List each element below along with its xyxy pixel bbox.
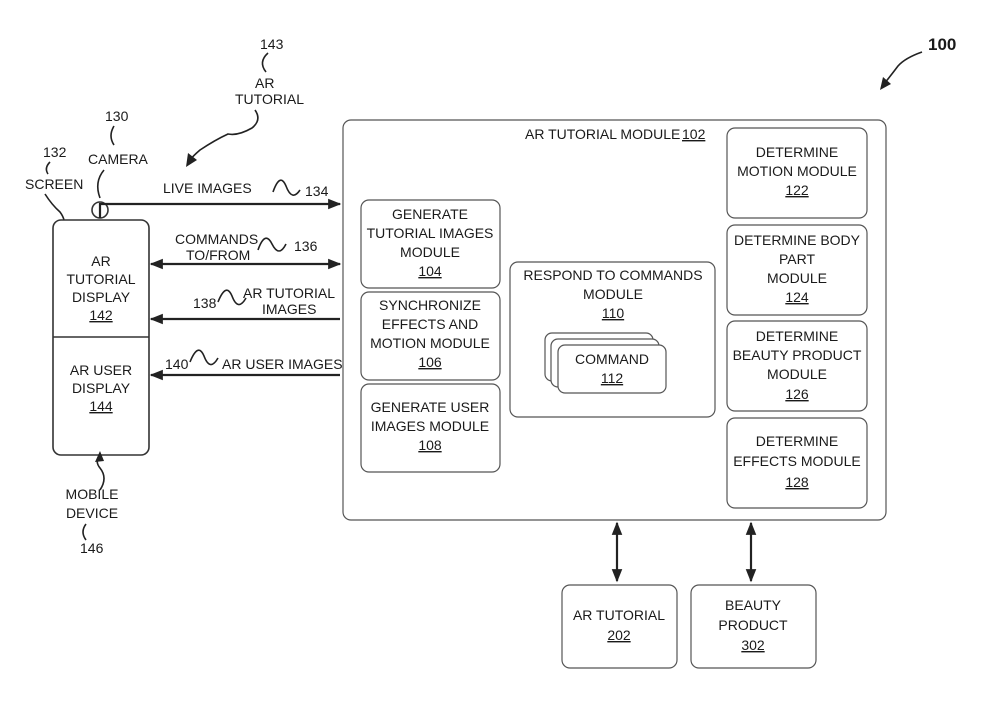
user-images-squiggle: [189, 349, 219, 366]
generate-user-images-module: [360, 383, 501, 473]
effects-line1: DETERMINE: [756, 433, 838, 449]
determine-body-part-module: [726, 224, 868, 316]
ar-tutorial-box-num: 202: [607, 627, 631, 643]
tutorial-display-line1: AR: [91, 253, 110, 269]
mobile-device: AR TUTORIAL DISPLAY 142 AR USER DISPLAY …: [52, 201, 150, 556]
determine-motion-module: [726, 127, 868, 219]
command-box: [557, 344, 667, 394]
sync-num: 106: [418, 354, 442, 370]
screen-ref: 132: [43, 144, 67, 160]
live-images-label: LIVE IMAGES: [163, 180, 252, 196]
ar-tutorial-callout-line1: AR: [255, 75, 274, 91]
commands-line2: TO/FROM: [186, 247, 250, 263]
device-ref: 146: [80, 540, 104, 556]
gen-user-num: 108: [418, 437, 442, 453]
tutorial-display-line2: TUTORIAL: [67, 271, 136, 287]
tutorial-images-squiggle: [217, 289, 247, 306]
gen-user-line2: IMAGES MODULE: [371, 418, 489, 434]
gen-tutorial-line3: MODULE: [400, 244, 460, 260]
device-leader-arrowhead: [95, 451, 104, 462]
user-images-ref: 140: [165, 356, 189, 372]
camera-ref-leader: [110, 125, 115, 146]
device-label-line2: DEVICE: [66, 505, 118, 521]
user-display-line1: AR USER: [70, 362, 132, 378]
motion-line2: MOTION MODULE: [737, 163, 857, 179]
screen-label: SCREEN: [25, 176, 83, 192]
command-num: 112: [601, 370, 624, 386]
commands-squiggle: [257, 237, 287, 252]
ar-tutorial-callout-ref-leader: [261, 52, 269, 73]
beauty-line1: DETERMINE: [756, 328, 838, 344]
figure-number-callout: 100: [880, 35, 956, 90]
tutorial-images-ref: 138: [193, 295, 217, 311]
signal-arrows: LIVE IMAGES 134 COMMANDS TO/FROM 136 138…: [98, 179, 343, 381]
ar-tutorial-callout-line2: TUTORIAL: [235, 91, 304, 107]
synchronize-effects-module: [360, 291, 501, 381]
screen-leader: [44, 193, 65, 221]
camera-ref: 130: [105, 108, 129, 124]
body-num: 124: [785, 289, 809, 305]
tutorial-images-line1: AR TUTORIAL: [243, 285, 335, 301]
body-line3: MODULE: [767, 270, 827, 286]
user-images-label: AR USER IMAGES: [222, 356, 343, 372]
ar-tutorial-callout: 143 AR TUTORIAL: [186, 36, 304, 167]
beauty-num: 126: [785, 386, 809, 402]
respond-line1: RESPOND TO COMMANDS: [523, 267, 702, 283]
live-images-squiggle: [272, 179, 301, 196]
sync-line3: MOTION MODULE: [370, 335, 490, 351]
beauty-product-num: 302: [741, 637, 765, 653]
beauty-product-line1: BEAUTY: [725, 597, 782, 613]
gen-tutorial-num: 104: [418, 263, 442, 279]
sync-line2: EFFECTS AND: [382, 316, 478, 332]
ar-tutorial-callout-ref: 143: [260, 36, 284, 52]
live-images-ref: 134: [305, 183, 329, 199]
tutorial-display-num: 142: [89, 307, 113, 323]
gen-tutorial-line1: GENERATE: [392, 206, 468, 222]
user-display-num: 144: [89, 398, 113, 414]
tutorial-images-line2: IMAGES: [262, 301, 316, 317]
figure-number-leader: [883, 51, 923, 85]
camera-label: CAMERA: [88, 151, 149, 167]
commands-line1: COMMANDS: [175, 231, 258, 247]
screen-ref-leader: [45, 161, 51, 175]
motion-line1: DETERMINE: [756, 144, 838, 160]
ar-tutorial-box: [561, 584, 678, 669]
ar-tutorial-callout-arrowhead: [186, 153, 197, 167]
camera-screen-callouts: 130 CAMERA 132 SCREEN: [25, 108, 149, 221]
figure-number-arrowhead: [880, 77, 891, 90]
device-ref-leader: [82, 523, 87, 541]
respond-line2: MODULE: [583, 286, 643, 302]
ar-tutorial-module-num: 102: [682, 126, 706, 142]
gen-tutorial-line2: TUTORIAL IMAGES: [367, 225, 494, 241]
ar-tutorial-box-label: AR TUTORIAL: [573, 607, 665, 623]
body-line2: PART: [779, 251, 815, 267]
beauty-line2: BEAUTY PRODUCT: [733, 347, 862, 363]
camera-leader: [96, 169, 105, 199]
respond-num: 110: [602, 305, 625, 321]
generate-tutorial-images-module: [360, 199, 501, 289]
beauty-product-box: [690, 584, 817, 669]
live-images-arrow: [98, 198, 342, 218]
bottom-connections: AR TUTORIAL 202 BEAUTY PRODUCT 302: [561, 521, 817, 669]
determine-effects-module: [726, 417, 868, 509]
commands-ref: 136: [294, 238, 318, 254]
sync-line1: SYNCHRONIZE: [379, 297, 481, 313]
user-display-line2: DISPLAY: [72, 380, 131, 396]
device-label-line1: MOBILE: [66, 486, 119, 502]
figure-number: 100: [928, 35, 956, 54]
ar-tutorial-module-title: AR TUTORIAL MODULE: [525, 126, 680, 142]
gen-user-line1: GENERATE USER: [371, 399, 490, 415]
beauty-line3: MODULE: [767, 366, 827, 382]
ar-tutorial-module: AR TUTORIAL MODULE 102 GENERATE TUTORIAL…: [342, 119, 887, 521]
effects-num: 128: [785, 474, 809, 490]
effects-line2: EFFECTS MODULE: [733, 453, 861, 469]
body-line1: DETERMINE BODY: [734, 232, 861, 248]
tutorial-display-line3: DISPLAY: [72, 289, 131, 305]
command-label: COMMAND: [575, 351, 649, 367]
beauty-product-line2: PRODUCT: [718, 617, 788, 633]
ar-tutorial-callout-leader: [189, 109, 259, 161]
motion-num: 122: [785, 182, 809, 198]
determine-beauty-product-module: [726, 320, 868, 412]
